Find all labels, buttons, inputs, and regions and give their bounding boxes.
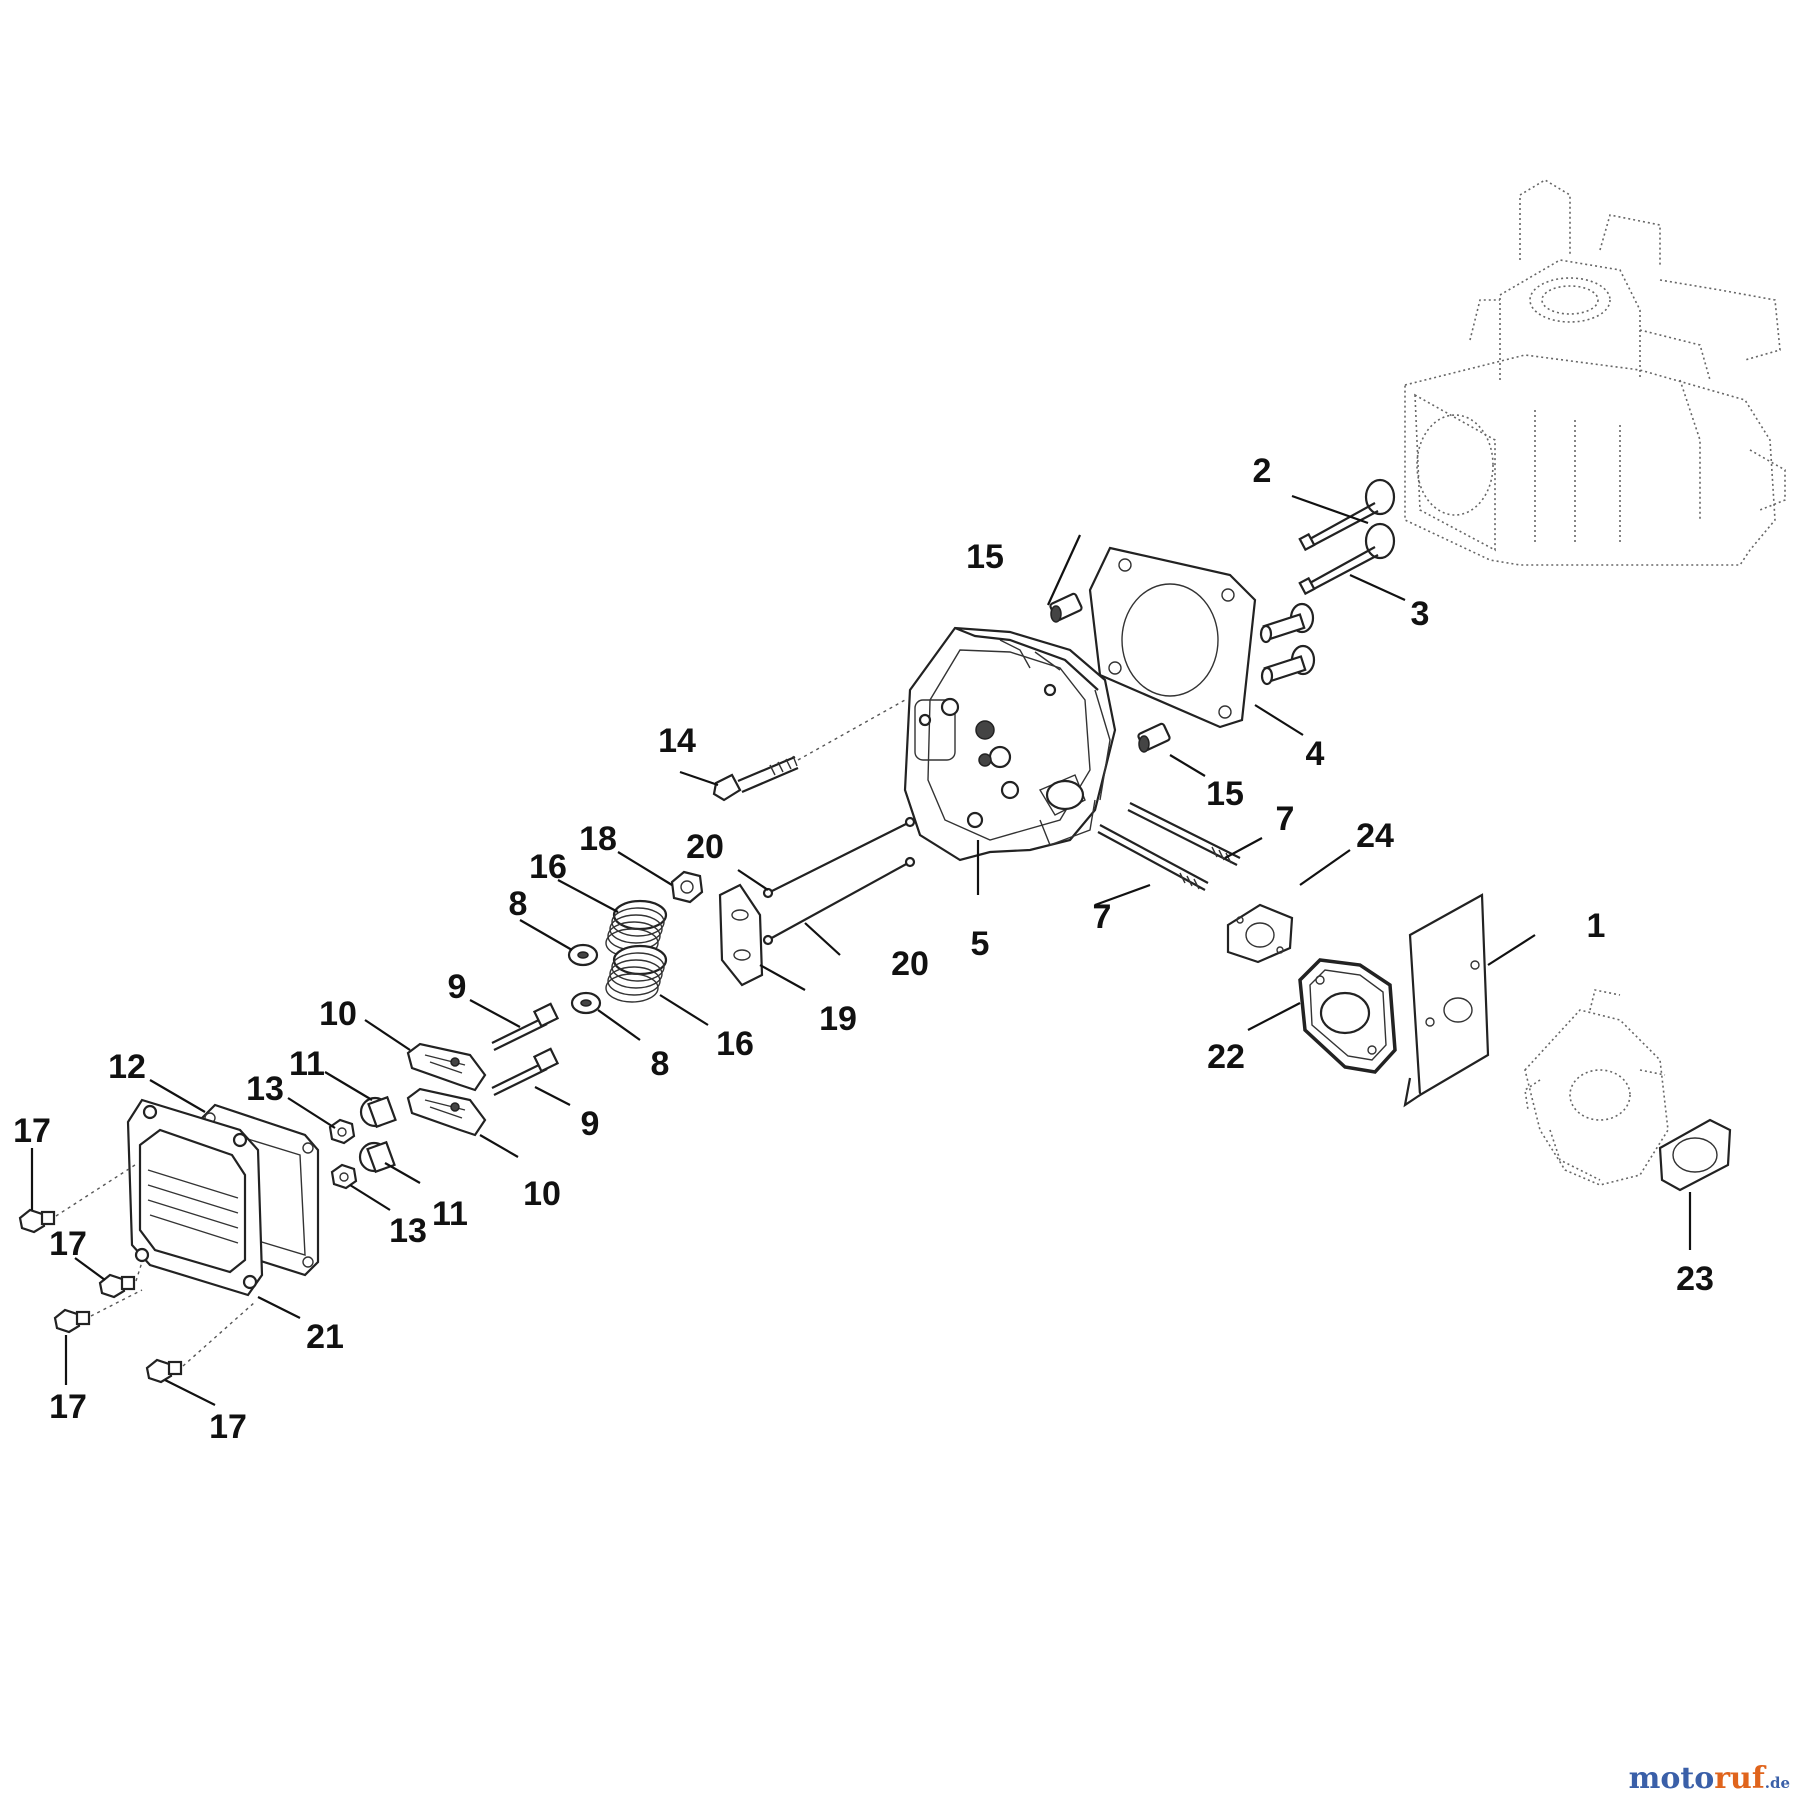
- label-9-lower: 9: [581, 1105, 600, 1143]
- watermark-part2: ruf: [1714, 1761, 1765, 1796]
- watermark-part3: .de: [1764, 1774, 1790, 1792]
- cover-bolt-4: [145, 1301, 256, 1384]
- label-4: 4: [1306, 735, 1325, 773]
- label-15-upper: 15: [966, 538, 1004, 576]
- cover-bolt-1: [18, 1164, 136, 1234]
- label-16-lower: 16: [716, 1025, 754, 1063]
- rocker-stud-lower: [491, 1047, 560, 1096]
- valve-spring-lower: [605, 944, 668, 1003]
- rocker-arm-lower: [406, 1087, 487, 1137]
- label-13-lower: 13: [389, 1212, 427, 1250]
- label-8-lower: 8: [651, 1045, 670, 1083]
- label-23: 23: [1676, 1260, 1714, 1298]
- label-17-top: 17: [13, 1112, 51, 1150]
- head-bolt: [712, 699, 906, 802]
- pivot-ball-upper: [359, 1095, 397, 1129]
- label-17-bottom-right: 17: [209, 1408, 247, 1446]
- valve-cover: [126, 1098, 264, 1297]
- push-rod-upper: [762, 816, 916, 899]
- intake-valve: [1298, 478, 1396, 552]
- label-3: 3: [1411, 595, 1430, 633]
- valve-spring-upper: [605, 899, 668, 958]
- rocker-stud-upper: [491, 1002, 560, 1051]
- spring-retainer-upper: [567, 943, 599, 967]
- spring-retainer-lower: [570, 991, 602, 1015]
- label-22: 22: [1207, 1038, 1245, 1076]
- watermark-logo: motoruf.de: [1629, 1761, 1790, 1796]
- heat-shield-plate: [1403, 893, 1490, 1108]
- valve-seal-upper: [1259, 602, 1315, 644]
- label-7-upper: 7: [1276, 800, 1295, 838]
- label-1: 1: [1587, 907, 1606, 945]
- label-12: 12: [108, 1048, 146, 1086]
- label-11-upper: 11: [289, 1045, 325, 1083]
- label-10-upper: 10: [319, 995, 357, 1033]
- label-7-lower: 7: [1093, 898, 1112, 936]
- leader-lines: [30, 494, 1692, 1406]
- stud-lower: [1097, 824, 1209, 891]
- label-15-lower: 15: [1206, 775, 1244, 813]
- cover-bolt-2: [98, 1261, 143, 1299]
- label-2: 2: [1253, 452, 1272, 490]
- dowel-pin-upper: [1049, 592, 1083, 623]
- label-5: 5: [971, 925, 990, 963]
- adjusting-nut: [670, 870, 704, 904]
- lock-nut-upper: [328, 1118, 356, 1145]
- label-14: 14: [658, 722, 696, 760]
- cylinder-head: [903, 626, 1117, 862]
- cover-bolt-3: [53, 1289, 143, 1334]
- head-gasket: [1088, 546, 1257, 729]
- valve-seal-lower: [1260, 644, 1316, 686]
- push-rod-guide-plate: [718, 883, 764, 987]
- label-13-upper: 13: [246, 1070, 284, 1108]
- label-10-lower: 10: [523, 1175, 561, 1213]
- carburetor-outline: [1524, 989, 1669, 1186]
- label-20-lower: 20: [891, 945, 929, 983]
- carburetor-insulator: [1298, 958, 1397, 1074]
- engine-block-outline: [1404, 179, 1786, 566]
- push-rod-lower: [762, 856, 916, 946]
- pivot-ball-lower: [358, 1140, 396, 1174]
- label-17-bottom-left: 17: [49, 1388, 87, 1426]
- label-20-upper: 20: [686, 828, 724, 866]
- watermark-part1: moto: [1628, 1761, 1715, 1796]
- stud-upper: [1127, 802, 1241, 866]
- label-18: 18: [579, 820, 617, 858]
- label-9-upper: 9: [448, 968, 467, 1006]
- label-17-middle: 17: [49, 1225, 87, 1263]
- carburetor-gasket: [1658, 1118, 1732, 1192]
- dowel-pin-lower: [1137, 722, 1171, 753]
- lock-nut-lower: [330, 1163, 358, 1190]
- label-8-upper: 8: [509, 885, 528, 923]
- intake-gasket-small: [1226, 903, 1294, 964]
- label-11-lower: 11: [432, 1195, 468, 1233]
- label-24: 24: [1356, 817, 1394, 855]
- label-16-upper: 16: [529, 848, 567, 886]
- rocker-arm-upper: [406, 1042, 487, 1092]
- exhaust-valve: [1298, 522, 1396, 596]
- label-19: 19: [819, 1000, 857, 1038]
- label-21: 21: [306, 1318, 344, 1356]
- part-number-labels: 2 3 4 5 15 15 7 7 24 1 22 23 14 18 20 20…: [13, 452, 1714, 1446]
